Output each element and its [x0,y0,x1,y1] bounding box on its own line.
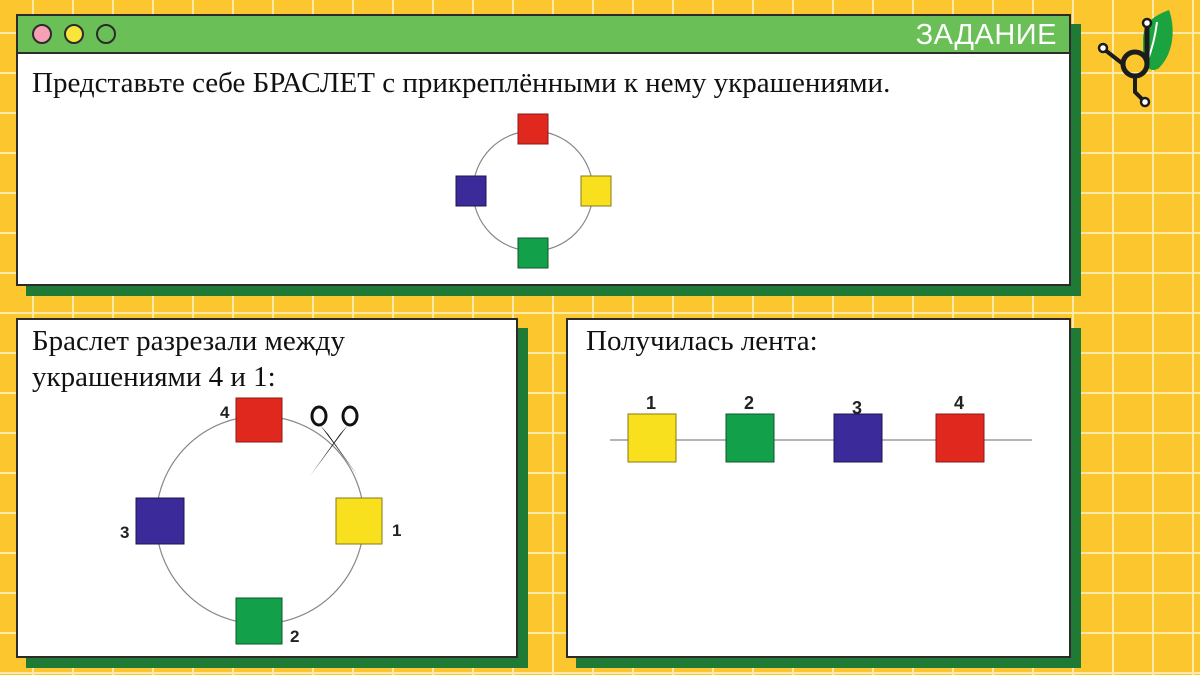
window-dot-pink[interactable] [32,24,52,44]
label-1: 1 [392,521,401,540]
window-dot-green[interactable] [96,24,116,44]
bead-red [517,113,549,145]
bead-2-green [235,597,283,645]
ribbon-label-3: 3 [852,398,862,418]
bead-4-red [235,397,283,443]
result-text: Получилась лента: [586,325,818,357]
bead-green [517,237,549,269]
task-panel: ЗАДАНИЕ Представьте себе БРАСЛЕТ с прикр… [16,14,1071,286]
ribbon-label-1: 1 [646,393,656,413]
ribbon-diagram: 1 2 3 4 [610,393,1032,463]
scissors-icon [310,405,359,476]
bead-blue [455,175,487,207]
cut-bracelet-ring [155,415,365,625]
cut-panel: Браслет разрезали между украшениями 4 и … [16,318,518,658]
ribbon-label-4: 4 [954,393,964,413]
bead-yellow [580,175,612,207]
ribbon-bead-2-green [725,413,775,463]
sprout-circuit-logo [1097,10,1173,108]
window-titlebar: ЗАДАНИЕ [18,16,1069,54]
ribbon-bead-4-red [935,413,985,463]
task-text: Представьте себе БРАСЛЕТ с прикреплённым… [32,67,891,99]
cut-bracelet-diagram: 4 1 2 3 [120,397,401,646]
bead-1-yellow [335,497,383,545]
result-panel: Получилась лента: 1 2 3 4 [566,318,1071,658]
ribbon-bead-1-yellow [627,413,677,463]
label-2: 2 [290,627,299,646]
bead-3-blue [135,497,185,545]
bracelet-diagram [455,113,612,269]
cut-text-line1: Браслет разрезали между [32,325,346,357]
window-title: ЗАДАНИЕ [915,19,1057,51]
ribbon-bead-3-blue [833,413,883,463]
ribbon-label-2: 2 [744,393,754,413]
label-3: 3 [120,523,129,542]
window-dot-yellow[interactable] [64,24,84,44]
cut-text-line2: украшениями 4 и 1: [32,361,276,393]
bracelet-ring [472,130,594,252]
label-4: 4 [220,403,230,422]
